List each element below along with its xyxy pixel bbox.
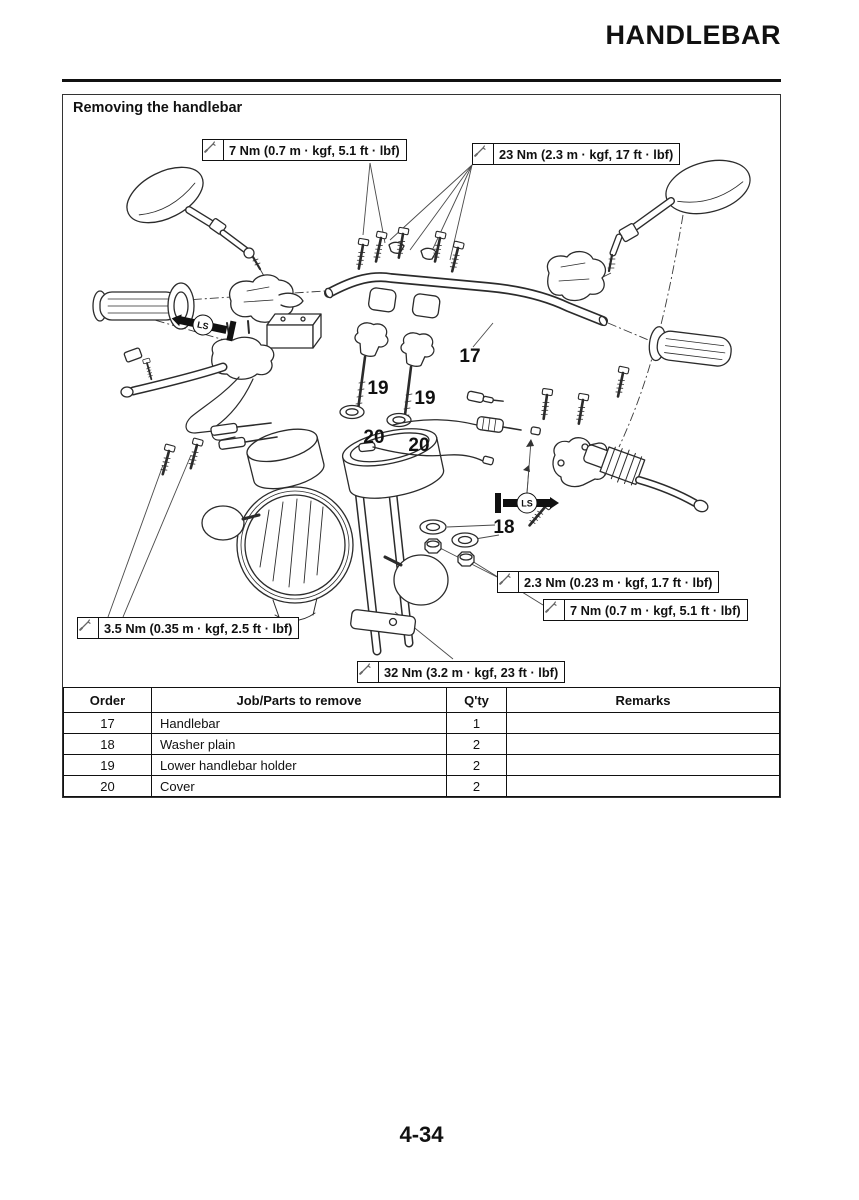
torque-value: 7 Nm (0.7 m · kgf, 5.1 ft · lbf) [570,602,741,618]
cell-qty: 2 [446,733,507,755]
table-row: 18 Washer plain 2 [63,733,780,755]
cell-remarks [506,712,780,734]
exploded-diagram-art [92,159,751,660]
grease-ls-symbol: LS [495,491,559,515]
torque-wrench-icon [498,572,519,592]
table-row: 19 Lower handlebar holder 2 [63,754,780,776]
ls-label: LS [190,312,216,338]
cell-job: Handlebar [151,712,447,734]
cell-qty: 1 [446,712,507,734]
cell-order: 20 [63,775,152,797]
torque-callout: 32 Nm (3.2 m · kgf, 23 ft · lbf) [357,661,566,683]
procedure-title: Removing the handlebar [73,100,243,116]
torque-callout: 7 Nm (0.7 m · kgf, 5.1 ft · lbf) [202,139,407,161]
cell-job: Lower handlebar holder [151,754,447,776]
cell-remarks [506,754,780,776]
parts-table: Order Job/Parts to remove Q'ty Remarks 1… [63,687,780,797]
header-divider [62,79,781,82]
torque-wrench-icon [544,600,565,620]
torque-wrench-icon [358,662,379,682]
page-title: HANDLEBAR [605,20,781,50]
part-label-17: 17 [459,346,481,367]
ls-taper [550,497,559,509]
cell-remarks [506,733,780,755]
cell-job: Cover [151,775,447,797]
cell-order: 18 [63,733,152,755]
cell-job: Washer plain [151,733,447,755]
procedure-box: Removing the handlebar [62,94,781,798]
torque-callout: 7 Nm (0.7 m · kgf, 5.1 ft · lbf) [543,599,748,621]
cell-remarks [506,775,780,797]
torque-wrench-icon [78,618,99,638]
torque-value: 3.5 Nm (0.35 m · kgf, 2.5 ft · lbf) [104,620,293,636]
col-header-order: Order [63,687,152,713]
torque-wrench-icon [473,144,494,164]
torque-value: 2.3 Nm (0.23 m · kgf, 1.7 ft · lbf) [524,574,713,590]
torque-value: 23 Nm (2.3 m · kgf, 17 ft · lbf) [499,146,674,162]
table-row: 20 Cover 2 [63,775,780,797]
cell-order: 17 [63,712,152,734]
cell-qty: 2 [446,775,507,797]
cell-order: 19 [63,754,152,776]
torque-callout: 23 Nm (2.3 m · kgf, 17 ft · lbf) [472,143,681,165]
col-header-qty: Q'ty [446,687,507,713]
part-label-20b: 20 [408,435,430,456]
part-label-18: 18 [493,517,515,538]
ls-end-bar [495,493,501,513]
exploded-diagram: 7 Nm (0.7 m · kgf, 5.1 ft · lbf) 23 Nm (… [63,95,779,693]
col-header-remarks: Remarks [506,687,780,713]
torque-value: 7 Nm (0.7 m · kgf, 5.1 ft · lbf) [229,142,400,158]
torque-callout: 2.3 Nm (0.23 m · kgf, 1.7 ft · lbf) [497,571,720,593]
table-row: 17 Handlebar 1 [63,712,780,734]
part-label-19a: 19 [367,378,389,399]
torque-wrench-icon [203,140,224,160]
torque-callout: 3.5 Nm (0.35 m · kgf, 2.5 ft · lbf) [77,617,300,639]
torque-value: 32 Nm (3.2 m · kgf, 23 ft · lbf) [384,664,559,680]
part-label-19b: 19 [414,388,436,409]
col-header-job: Job/Parts to remove [151,687,447,713]
cell-qty: 2 [446,754,507,776]
ls-label: LS [516,492,538,514]
page-number: 4-34 [399,1122,444,1147]
part-label-20a: 20 [363,427,385,448]
table-header-row: Order Job/Parts to remove Q'ty Remarks [63,687,780,713]
